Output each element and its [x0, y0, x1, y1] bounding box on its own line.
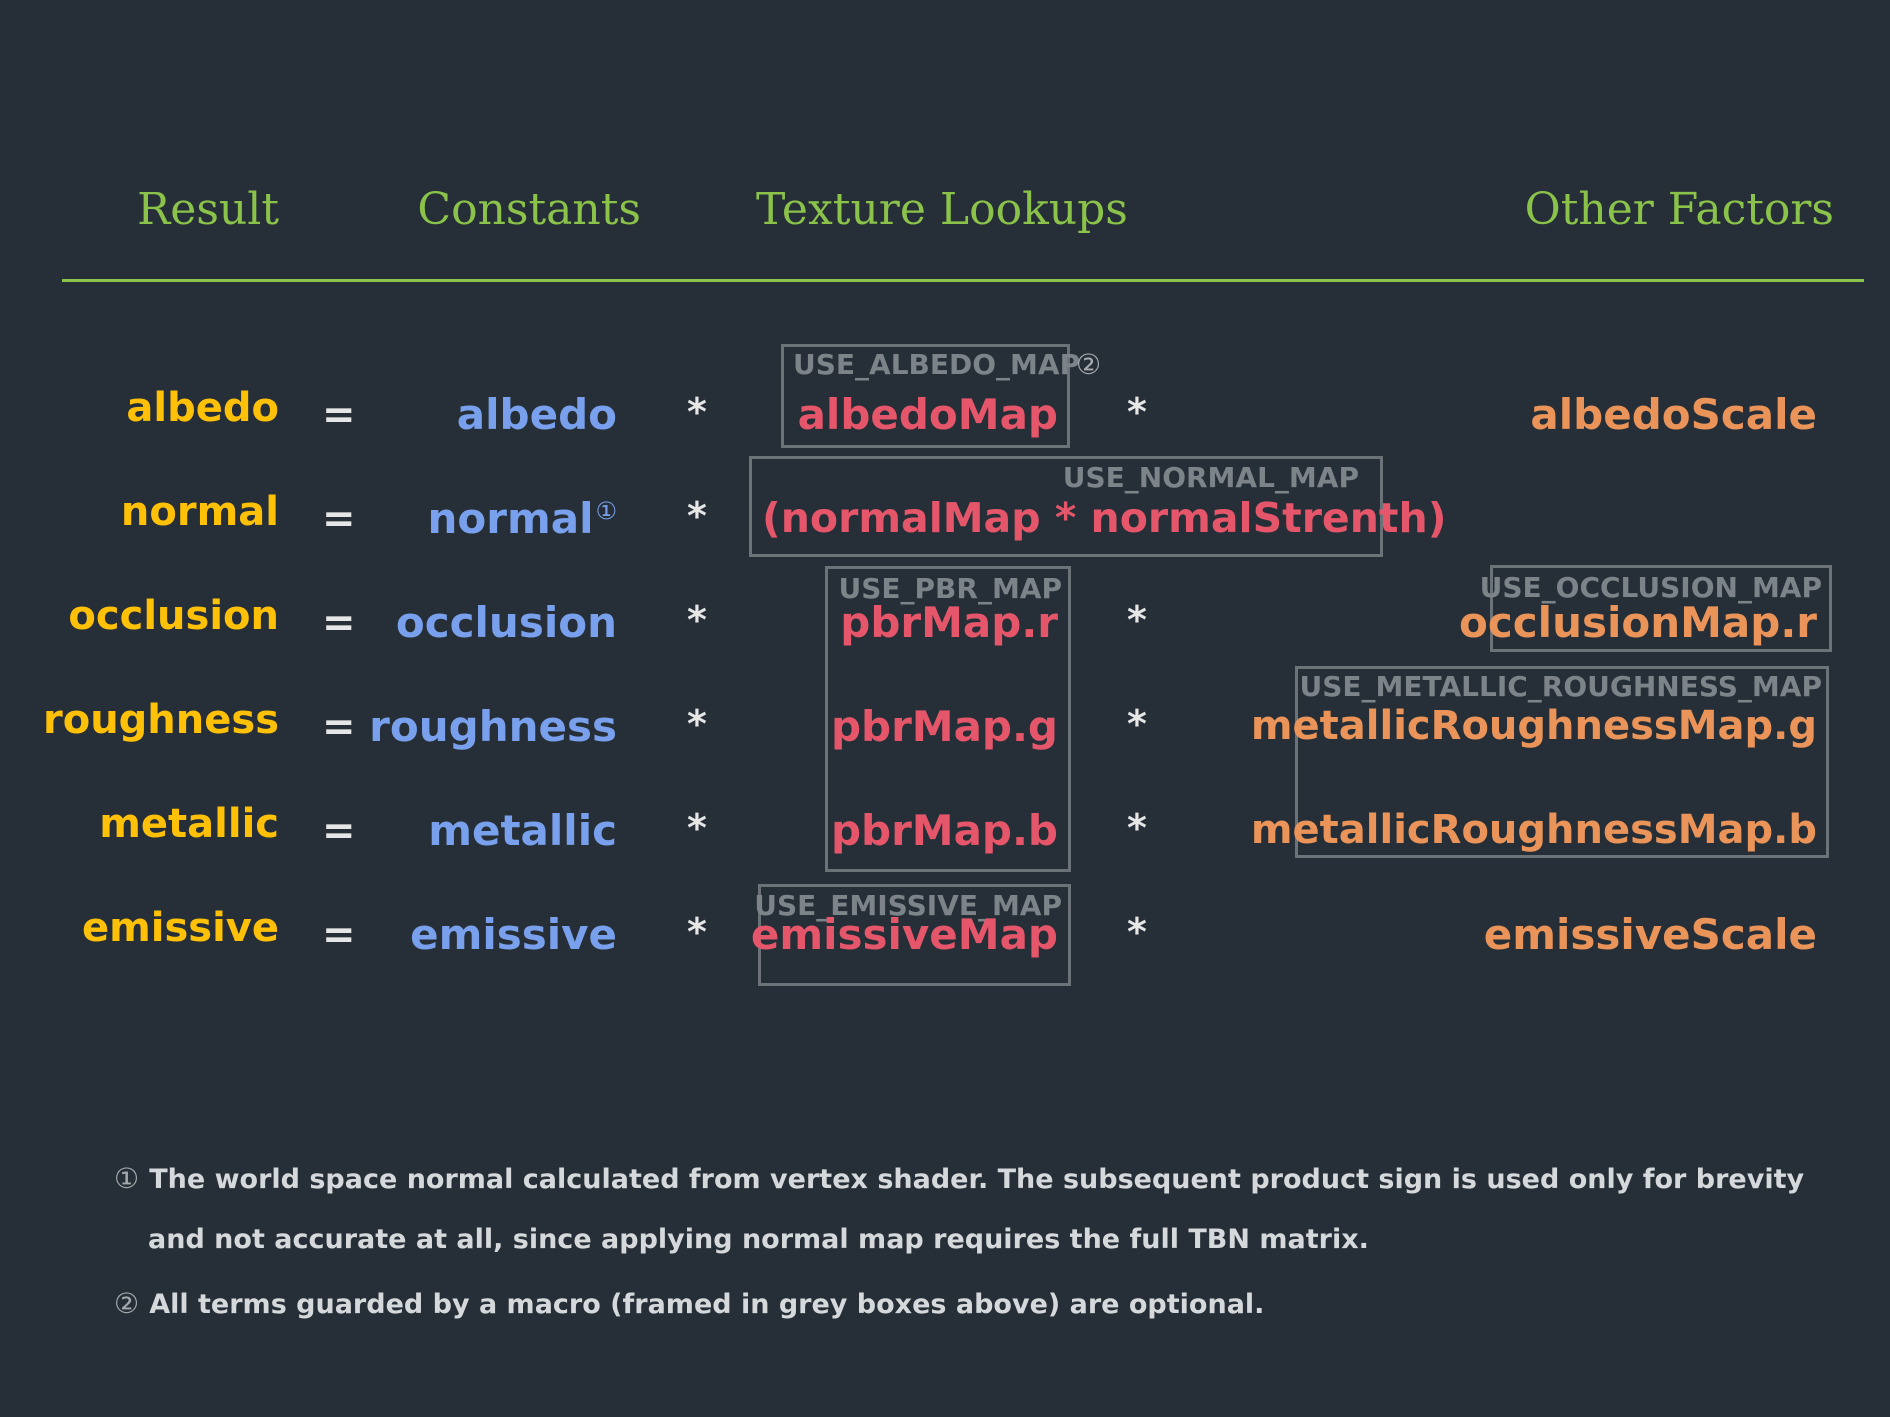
macro-label-albedo: USE_ALBEDO_MAP [793, 348, 1081, 381]
footnote-1-line-1: ① The world space normal calculated from… [114, 1162, 1805, 1195]
pbr-map-macro-box [825, 566, 1071, 872]
multiply-sign: * [687, 494, 707, 538]
multiply-sign: * [687, 806, 707, 850]
header-constants: Constants [417, 184, 641, 235]
other-albedo-scale: albedoScale [1530, 390, 1817, 439]
header-divider [62, 279, 1864, 282]
occlusion-map-macro-box [1490, 565, 1832, 652]
texture-normal-map-product: (normalMap * normalStrenth) [762, 494, 1447, 542]
equals-sign: = [322, 496, 356, 542]
result-occlusion: occlusion [68, 593, 279, 639]
multiply-sign: * [687, 910, 707, 954]
footnote-mark-one: ① [595, 497, 617, 525]
multiply-sign: * [1127, 806, 1147, 850]
multiply-sign: * [1127, 910, 1147, 954]
header-other-factors: Other Factors [1524, 184, 1834, 235]
equals-sign: = [322, 808, 356, 854]
multiply-sign: * [687, 390, 707, 434]
albedo-map-macro-box [781, 344, 1070, 448]
multiply-sign: * [1127, 702, 1147, 746]
result-normal: normal [120, 489, 279, 535]
footnote-1-text: The world space normal calculated from v… [149, 1164, 1805, 1195]
macro-label-pbr: USE_PBR_MAP [838, 572, 1062, 605]
equals-sign: = [322, 600, 356, 646]
equals-sign: = [322, 392, 356, 438]
normal-map-macro-box [749, 456, 1383, 557]
texture-pbr-map-b: pbrMap.b [830, 806, 1058, 855]
macro-label-normal: USE_NORMAL_MAP [1062, 461, 1359, 494]
multiply-sign: * [687, 598, 707, 642]
texture-albedo-map: albedoMap [797, 390, 1058, 439]
constant-occlusion: occlusion [395, 598, 617, 647]
footnote-2-text: All terms guarded by a macro (framed in … [149, 1289, 1265, 1320]
other-emissive-scale: emissiveScale [1483, 910, 1817, 959]
footnote-mark-two: ② [1076, 348, 1102, 381]
emissive-map-macro-box [758, 884, 1071, 986]
result-roughness: roughness [42, 697, 279, 743]
result-metallic: metallic [99, 801, 279, 847]
constant-emissive: emissive [410, 910, 617, 959]
footnote-mark-one: ① [114, 1162, 140, 1195]
header-texture-lookups: Texture Lookups [756, 184, 1128, 235]
constant-albedo: albedo [456, 390, 617, 439]
equals-sign: = [322, 704, 356, 750]
equals-sign: = [322, 912, 356, 958]
other-metallic-roughness-map-b: metallicRoughnessMap.b [1250, 807, 1817, 853]
macro-label-emissive: USE_EMISSIVE_MAP [754, 889, 1062, 922]
constant-normal: normal① [428, 498, 618, 540]
texture-emissive-map: emissiveMap [750, 910, 1058, 959]
constant-roughness: roughness [369, 702, 617, 751]
multiply-sign: * [1127, 390, 1147, 434]
other-metallic-roughness-map-g: metallicRoughnessMap.g [1250, 703, 1817, 749]
result-emissive: emissive [81, 905, 279, 951]
footnote-mark-two: ② [114, 1287, 140, 1320]
footnote-1-line-2: and not accurate at all, since applying … [148, 1224, 1369, 1255]
multiply-sign: * [1127, 598, 1147, 642]
result-albedo: albedo [126, 385, 279, 431]
macro-label-occlusion: USE_OCCLUSION_MAP [1479, 571, 1822, 604]
metallic-roughness-map-macro-box [1295, 666, 1829, 858]
texture-pbr-map-g: pbrMap.g [830, 702, 1058, 751]
other-occlusion-map-r: occlusionMap.r [1459, 598, 1817, 647]
constant-metallic: metallic [428, 806, 617, 855]
header-result: Result [137, 184, 279, 235]
macro-label-metallic-roughness: USE_METALLIC_ROUGHNESS_MAP [1299, 670, 1822, 703]
texture-pbr-map-r: pbrMap.r [840, 598, 1058, 647]
footnote-2: ② All terms guarded by a macro (framed i… [114, 1287, 1265, 1320]
multiply-sign: * [687, 702, 707, 746]
constant-normal-label: normal [427, 494, 594, 543]
